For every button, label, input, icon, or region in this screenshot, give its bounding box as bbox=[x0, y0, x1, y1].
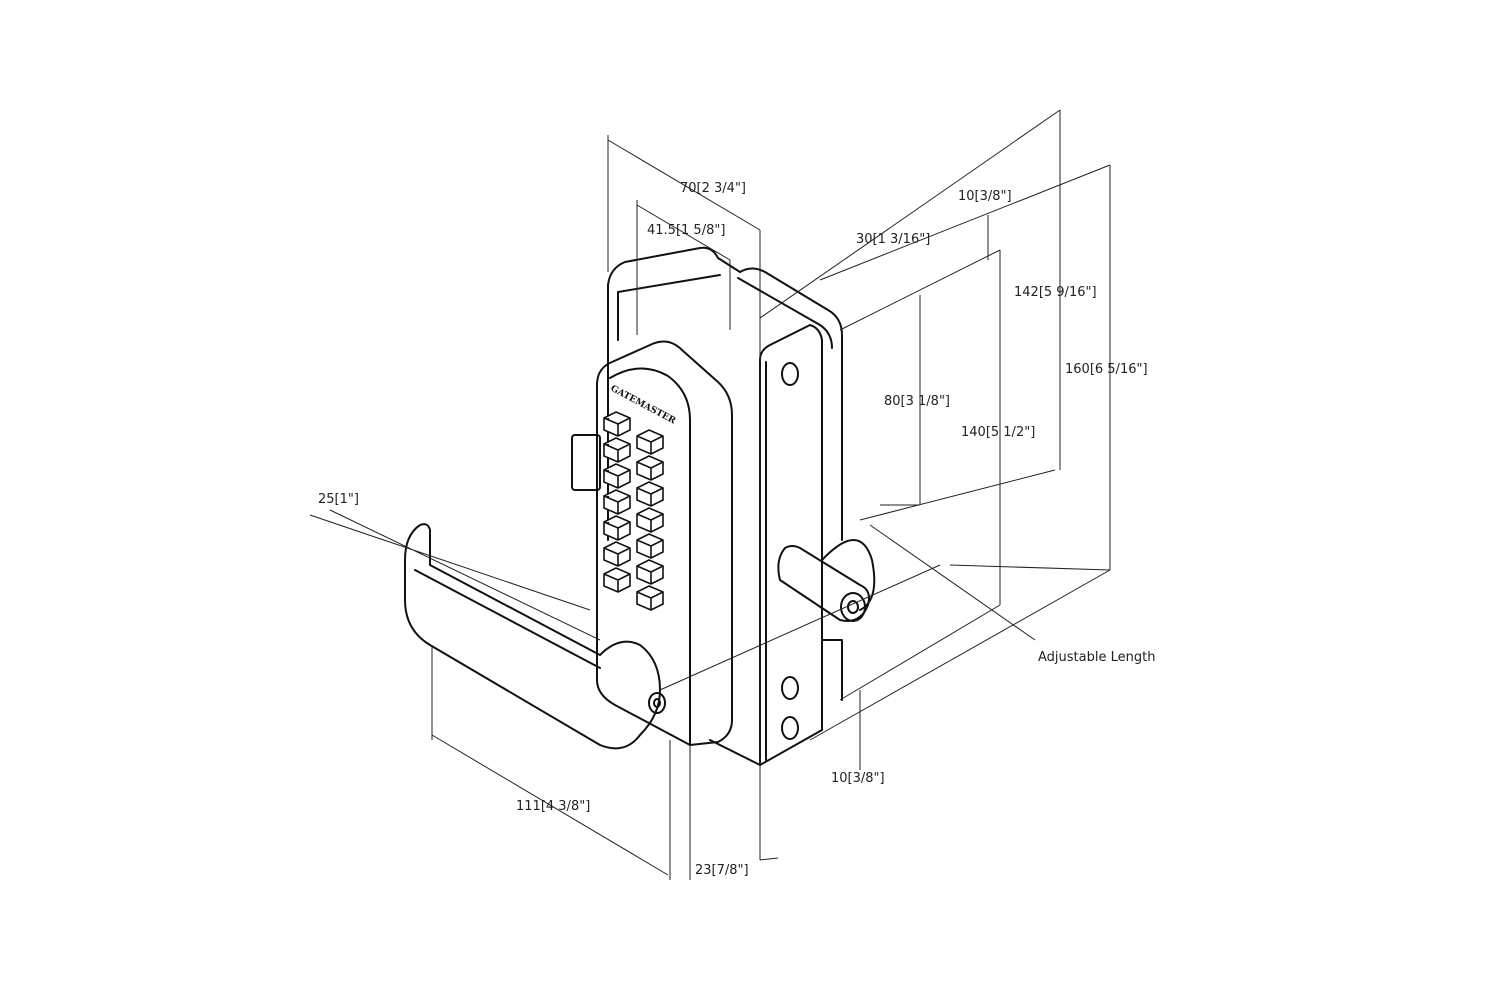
dim-body-depth: 30[1 3/16"] bbox=[856, 232, 930, 247]
lever-handle bbox=[404, 523, 666, 750]
keypad-button bbox=[603, 463, 631, 489]
dim-height-80: 80[3 1/8"] bbox=[884, 394, 950, 409]
dim-lever-length: 111[4 3/8"] bbox=[516, 799, 590, 814]
keypad-button bbox=[636, 585, 664, 611]
keypad-button bbox=[603, 515, 631, 541]
screw-hole-icon bbox=[781, 676, 799, 700]
keypad-module: GATEMASTER bbox=[596, 340, 733, 746]
keypad-button bbox=[636, 507, 664, 533]
dim-lever-thickness: 25[1"] bbox=[318, 492, 359, 507]
dim-height-142: 142[5 9/16"] bbox=[1014, 285, 1097, 300]
keypad-button bbox=[603, 541, 631, 567]
dim-top-offset: 10[3/8"] bbox=[958, 189, 1012, 204]
dim-width-total: 70[2 3/4"] bbox=[680, 181, 746, 196]
keypad-button bbox=[603, 489, 631, 515]
dim-keypad-width: 41.5[1 5/8"] bbox=[647, 223, 725, 238]
keypad-button bbox=[603, 411, 631, 437]
dim-plate-thickness: 23[7/8"] bbox=[695, 863, 749, 878]
keypad-button bbox=[603, 437, 631, 463]
keypad-button bbox=[636, 559, 664, 585]
dim-height-140: 140[5 1/2"] bbox=[961, 425, 1035, 440]
screw-hole-icon bbox=[781, 362, 799, 386]
spindle bbox=[777, 545, 870, 622]
screw-hole-icon bbox=[781, 716, 799, 740]
keypad-button bbox=[603, 567, 631, 593]
dimension-lines bbox=[309, 109, 1111, 880]
mounting-plate bbox=[709, 324, 876, 766]
brand-logo: GATEMASTER bbox=[609, 384, 678, 427]
keypad-button bbox=[636, 429, 664, 455]
keypad-button bbox=[636, 455, 664, 481]
keypad-buttons bbox=[603, 411, 664, 611]
dim-height-160: 160[6 5/16"] bbox=[1065, 362, 1148, 377]
keypad-button bbox=[636, 533, 664, 559]
dim-bottom-offset: 10[3/8"] bbox=[831, 771, 885, 786]
dim-adjustable-length: Adjustable Length bbox=[1038, 650, 1155, 665]
keypad-button bbox=[636, 481, 664, 507]
